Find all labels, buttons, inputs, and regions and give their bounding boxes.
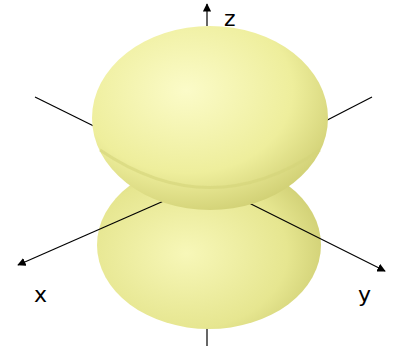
upper-lobe	[92, 26, 328, 210]
z-axis	[206, 4, 207, 26]
lobe-shade	[100, 150, 320, 188]
axis-label: x	[34, 284, 47, 306]
axis-label: y	[358, 284, 371, 306]
axis-label: z	[224, 8, 236, 30]
